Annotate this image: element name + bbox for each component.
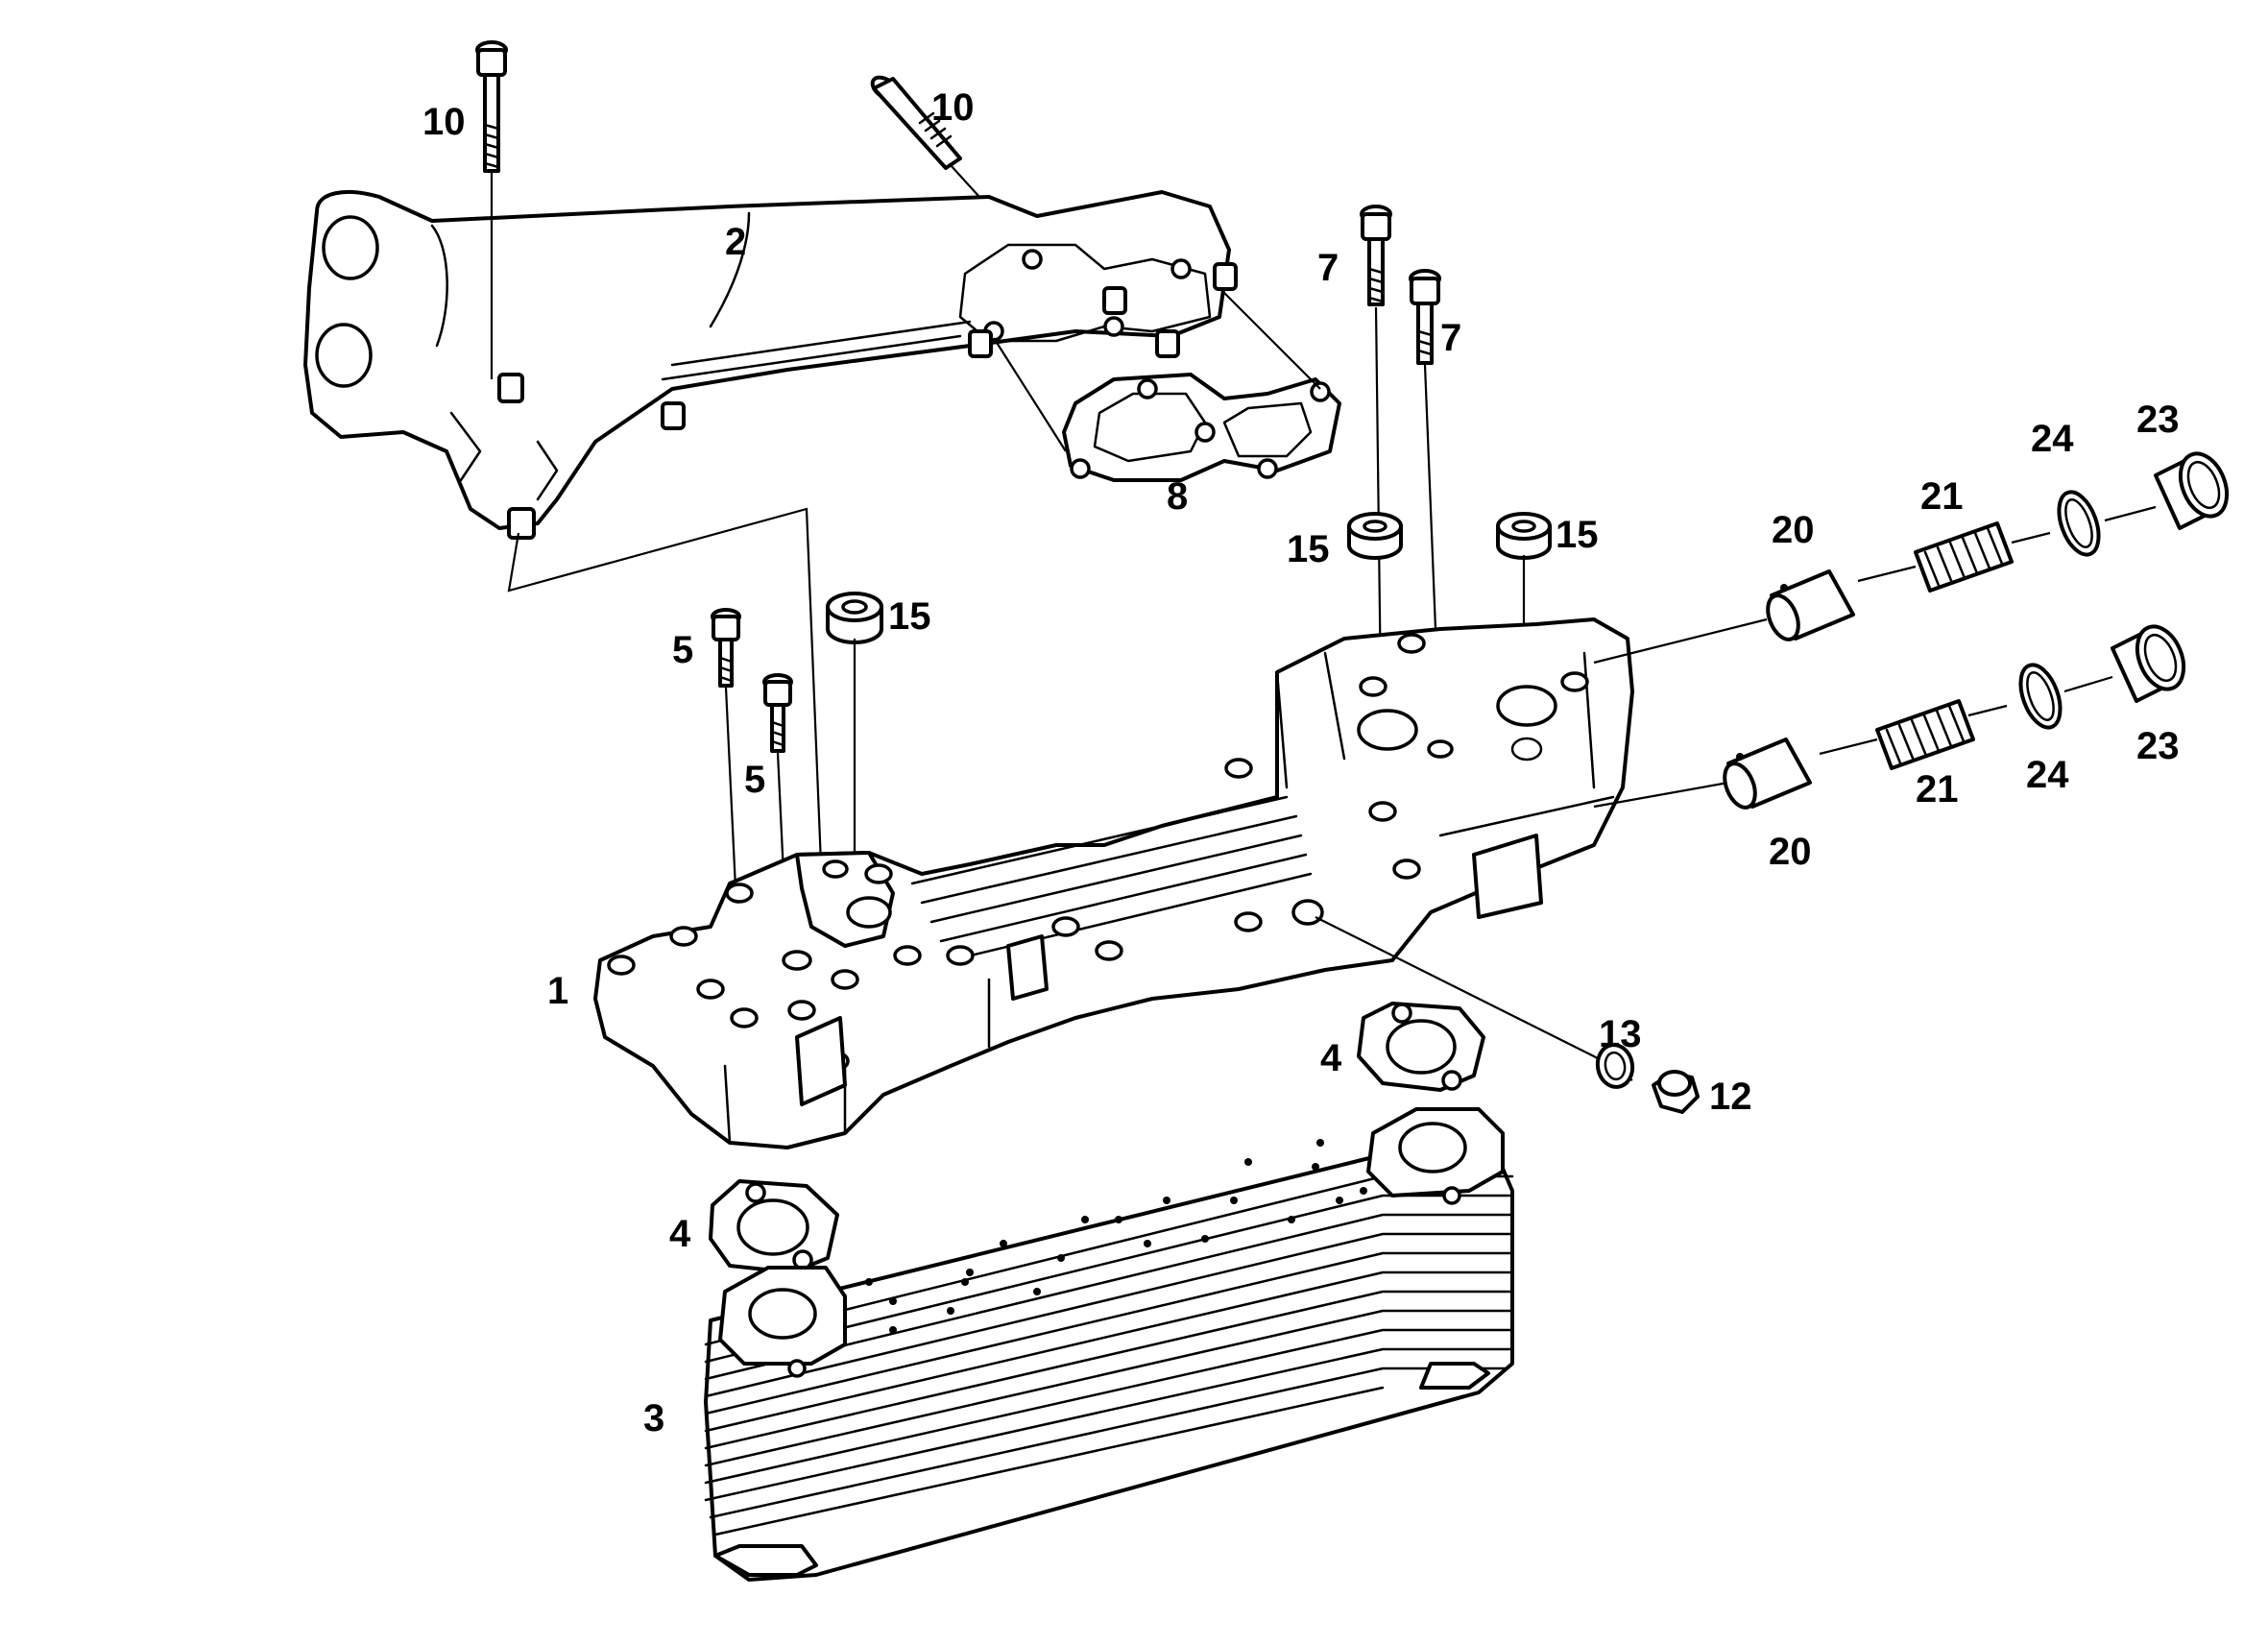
bolt-10-left [475,40,508,173]
bolt-10-right [870,75,962,170]
callout-13: 13 [1599,1013,1642,1055]
bolt-7-left [1360,205,1392,306]
callout-23-upper: 23 [2136,399,2180,441]
part-21-spring-upper [1914,521,2014,593]
callout-3: 3 [643,1397,664,1439]
callout-4-upper: 4 [1320,1037,1342,1079]
part-23-plug-lower [2111,624,2186,703]
part-24-oring-lower [2018,663,2063,730]
callout-24-upper: 24 [2031,418,2074,460]
callout-7-left: 7 [1317,247,1339,289]
part-23-plug-upper [2154,451,2230,530]
callout-20-lower: 20 [1769,831,1812,873]
part-15-sleeve-right [1496,512,1552,560]
part-21-spring-lower [1875,699,1975,770]
part-13-washer [1595,1043,1635,1089]
callout-10-right: 10 [931,86,975,129]
part-1-housing [593,617,1634,1149]
callout-21-lower: 21 [1916,768,1959,810]
part-20-piston-upper [1766,569,1855,641]
part-2-oil-pipe [303,190,1238,540]
bolt-5-left [711,608,741,688]
callout-5-right: 5 [744,759,765,801]
leader-8-right [1218,287,1321,390]
part-3-oil-cooler [704,1107,1514,1582]
part-12-plug [1652,1070,1700,1114]
callout-4-lower: 4 [669,1213,691,1255]
callout-2: 2 [725,221,746,263]
leader-2-to-1 [507,507,823,865]
part-8-gasket [1062,373,1341,482]
callout-23-lower: 23 [2136,725,2180,767]
part-24-oring-upper [2057,490,2101,557]
callout-12: 12 [1709,1076,1752,1118]
callout-labels: 10 10 2 7 7 8 15 15 15 5 5 20 21 24 23 2… [422,86,2180,1439]
bolt-7-right [1409,269,1441,365]
callout-8: 8 [1167,475,1188,518]
cooler-plate-dots [865,1139,1367,1334]
callout-7-right: 7 [1440,317,1461,359]
part-20-piston-lower [1723,738,1812,810]
callout-24-lower: 24 [2026,754,2069,796]
callout-1: 1 [547,970,568,1012]
callout-15-left: 15 [888,595,931,638]
part-15-sleeve-left [826,592,883,644]
callout-20-upper: 20 [1772,509,1815,551]
callout-21-upper: 21 [1920,475,1964,518]
leader-valve-lower [1593,675,2113,809]
leader-8-left [993,337,1067,452]
callout-5-left: 5 [672,629,693,671]
leader-10-right [950,164,980,198]
bolt-5-right [762,673,793,753]
part-4-gasket-upper [1357,1002,1485,1092]
part-15-sleeve-middle [1347,512,1403,560]
callout-10-left: 10 [422,101,466,143]
callout-15-right: 15 [1556,514,1599,556]
callout-15-middle: 15 [1287,528,1330,570]
leader-valve-upper [1593,505,2157,665]
part-4-gasket-lower [709,1179,839,1274]
